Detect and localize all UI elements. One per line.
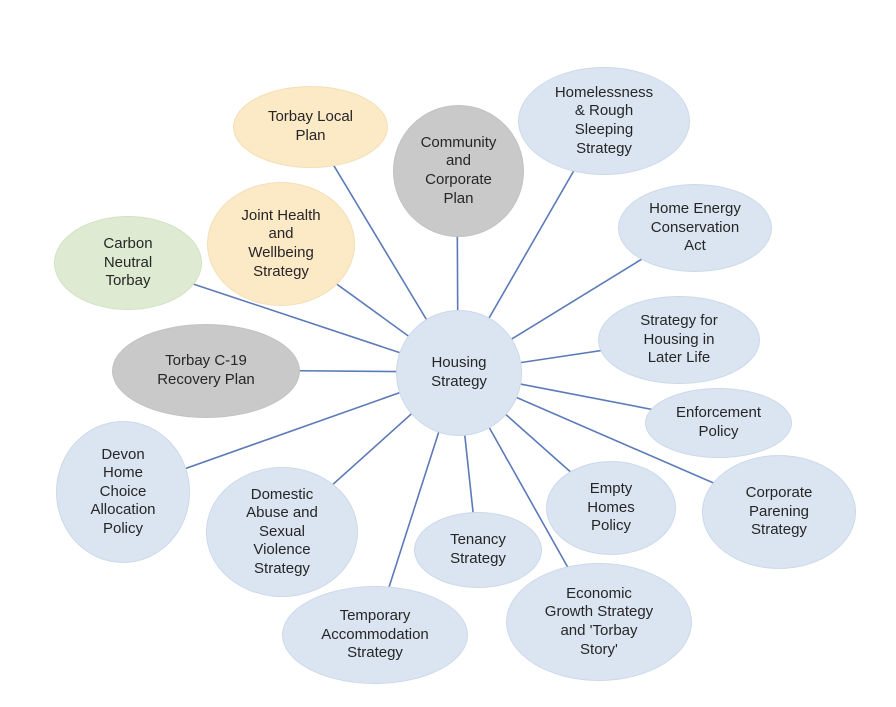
node-housing-strategy: Housing Strategy — [396, 310, 522, 436]
node-economic-growth-torbay-story: Economic Growth Strategy and 'Torbay Sto… — [506, 563, 692, 681]
node-label: Homelessness & Rough Sleeping Strategy — [554, 83, 654, 157]
node-torbay-c19-recovery-plan: Torbay C-19 Recovery Plan — [112, 324, 300, 418]
node-label: Temporary Accommodation Strategy — [321, 607, 429, 662]
node-label: Devon Home Choice Allocation Policy — [90, 445, 156, 537]
node-torbay-local-plan: Torbay Local Plan — [233, 86, 388, 168]
node-label: Torbay Local Plan — [267, 108, 354, 144]
node-label: Home Energy Conservation Act — [649, 200, 741, 255]
node-label: Carbon Neutral Torbay — [103, 235, 153, 290]
node-tenancy-strategy: Tenancy Strategy — [414, 512, 542, 588]
node-strategy-housing-later-life: Strategy for Housing in Later Life — [598, 296, 760, 384]
node-label: Community and Corporate Plan — [420, 133, 497, 207]
node-label: Housing Strategy — [431, 354, 487, 390]
node-home-energy-conservation-act: Home Energy Conservation Act — [618, 184, 772, 272]
node-label: Torbay C-19 Recovery Plan — [157, 352, 255, 388]
node-label: Enforcement Policy — [675, 404, 762, 440]
node-label: Domestic Abuse and Sexual Violence Strat… — [246, 485, 318, 577]
node-devon-home-choice-allocation: Devon Home Choice Allocation Policy — [56, 421, 190, 563]
node-carbon-neutral-torbay: Carbon Neutral Torbay — [54, 216, 202, 310]
node-enforcement-policy: Enforcement Policy — [645, 388, 792, 458]
node-corporate-parening-strategy: Corporate Parening Strategy — [702, 455, 856, 569]
node-label: Empty Homes Policy — [587, 480, 635, 535]
node-community-corporate-plan: Community and Corporate Plan — [393, 105, 524, 237]
node-label: Corporate Parening Strategy — [745, 484, 813, 539]
node-homelessness-rough-sleeping: Homelessness & Rough Sleeping Strategy — [518, 67, 690, 175]
node-joint-health-wellbeing: Joint Health and Wellbeing Strategy — [207, 182, 355, 306]
node-temporary-accommodation: Temporary Accommodation Strategy — [282, 586, 468, 684]
node-label: Economic Growth Strategy and 'Torbay Sto… — [544, 584, 654, 658]
node-label: Strategy for Housing in Later Life — [640, 312, 718, 367]
node-empty-homes-policy: Empty Homes Policy — [546, 461, 676, 555]
node-label: Tenancy Strategy — [450, 531, 506, 567]
node-domestic-abuse-sexual-violence: Domestic Abuse and Sexual Violence Strat… — [206, 467, 358, 597]
node-label: Joint Health and Wellbeing Strategy — [241, 206, 321, 280]
